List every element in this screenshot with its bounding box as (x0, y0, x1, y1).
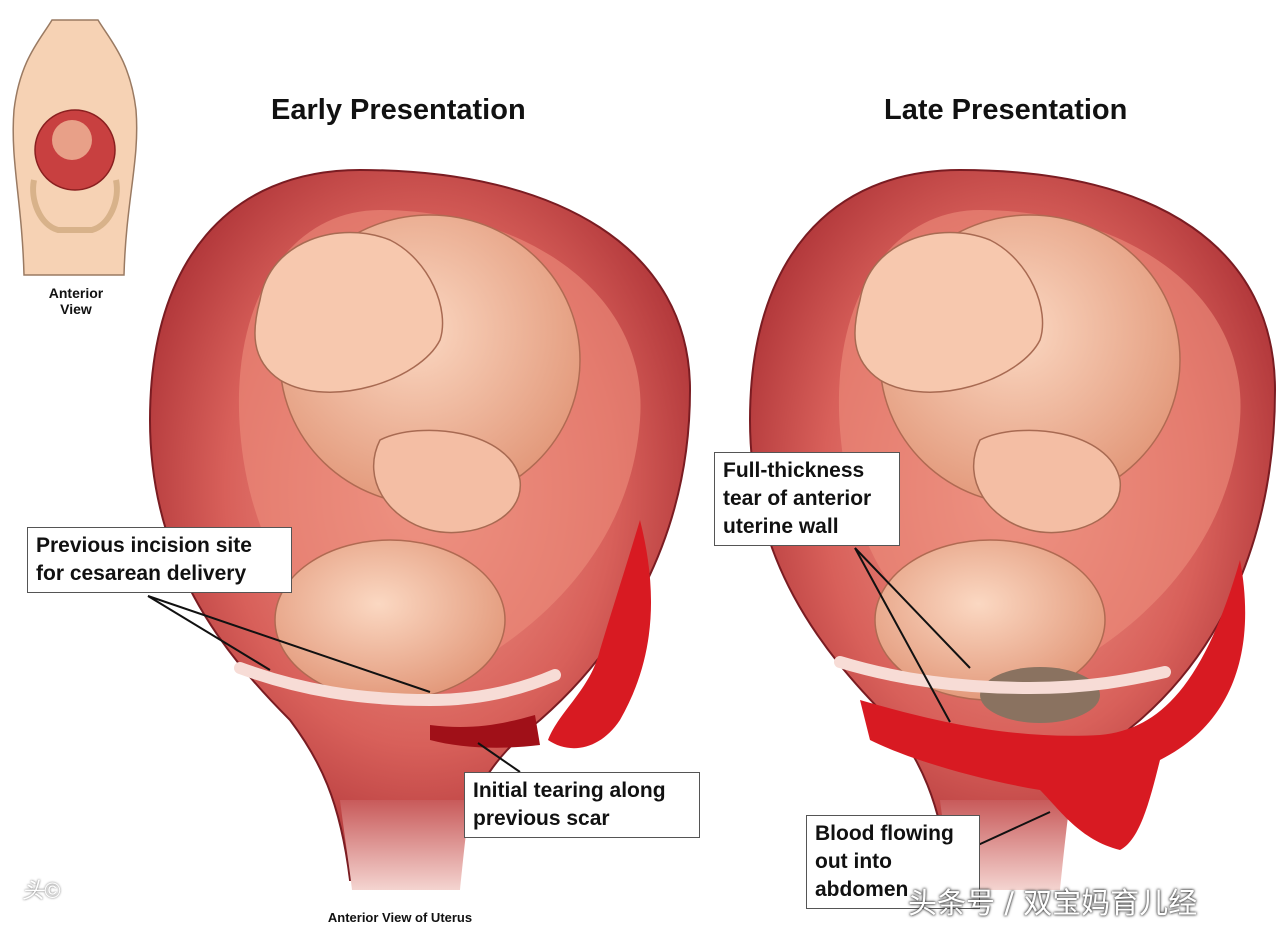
label-blood-line1: Blood flowing (815, 822, 954, 845)
label-full-thickness-line1: Full-thickness (723, 459, 865, 482)
label-initial-tearing-line2: previous scar (473, 807, 610, 830)
thumbnail-caption-line1: Anterior (48, 285, 104, 301)
label-full-thickness-line3: uterine wall (723, 515, 839, 538)
blood-late (860, 560, 1246, 850)
incision-scar-early (234, 662, 561, 707)
early-presentation-title: Early Presentation (271, 94, 526, 126)
label-initial-tearing-line1: Initial tearing along (473, 779, 666, 802)
label-previous-incision-line2: for cesarean delivery (36, 562, 247, 585)
thumbnail-caption: Anterior View (36, 285, 116, 317)
label-blood-line3: abdomen (815, 878, 909, 901)
label-initial-tearing: Initial tearing along previous scar (464, 772, 700, 838)
bottom-caption: Anterior View of Uterus (327, 910, 473, 925)
uterus-early (148, 168, 692, 890)
label-previous-incision-line1: Previous incision site (36, 534, 252, 557)
label-blood-line2: out into (815, 850, 892, 873)
fetus-early (254, 214, 581, 701)
label-full-thickness-tear: Full-thickness tear of anterior uterine … (714, 452, 900, 546)
label-full-thickness-line2: tear of anterior (723, 487, 872, 510)
late-presentation-title: Late Presentation (884, 94, 1128, 126)
thumbnail-caption-line2: View (60, 301, 92, 317)
leader-lines (147, 547, 1051, 846)
thumbnail-body-figure (12, 19, 138, 276)
incision-scar-late (834, 656, 1171, 695)
label-previous-incision: Previous incision site for cesarean deli… (27, 527, 292, 593)
blood-early (548, 520, 652, 749)
label-blood-flowing: Blood flowing out into abdomen (806, 815, 980, 909)
watermark-text: 头条号 / 双宝妈育儿经 (908, 886, 1198, 920)
watermark-logo: 头© (22, 878, 61, 903)
uterus-late (748, 168, 1277, 890)
